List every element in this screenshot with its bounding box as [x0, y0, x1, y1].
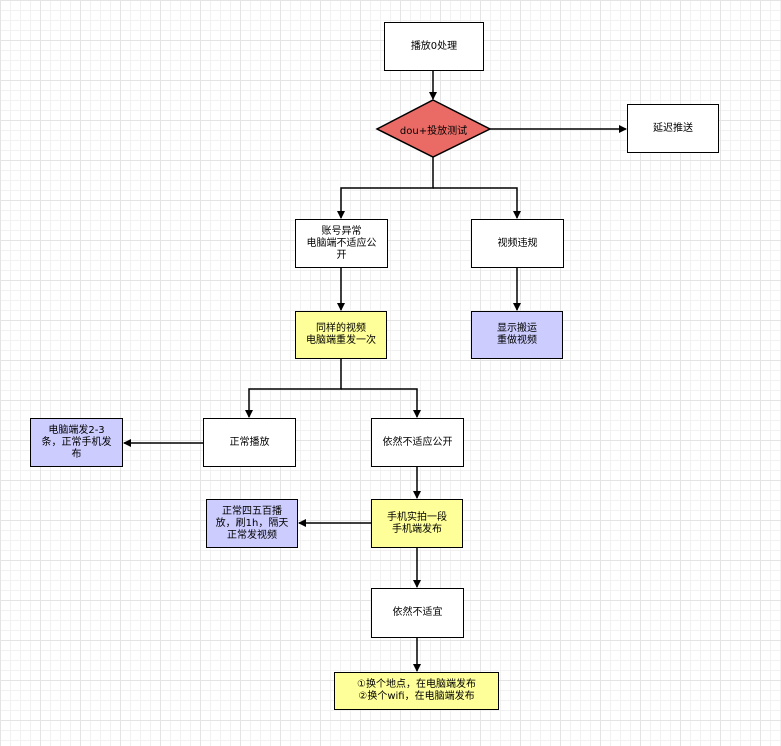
node-delay-push: 延迟推送 — [627, 104, 719, 153]
node-still-unsuitable: 依然不适应公开 — [371, 418, 464, 467]
node-video-review: 视频违规 — [471, 219, 564, 268]
edge-decision-to-video — [433, 187, 521, 219]
node-resend-pc: 同样的视频 电脑端重发一次 — [295, 311, 387, 359]
decision-label: dou+投放测试 — [399, 125, 468, 137]
edge-resend-to-still — [341, 388, 421, 418]
node-phone-shoot: 手机实拍一段 手机端发布 — [371, 499, 463, 548]
decision-diamond — [375, 99, 492, 158]
node-normal-450: 正常四五百播 放，刷1h，隔天 正常发视频 — [206, 499, 298, 548]
edge-decision-to-account — [337, 157, 434, 219]
node-change-location-wifi: ①换个地点，在电脑端发布 ②换个wifi，在电脑端发布 — [334, 672, 499, 710]
node-still-unsuitable-2: 依然不适宜 — [371, 588, 464, 638]
node-start: 播放0处理 — [384, 22, 484, 71]
node-account-abnormal: 账号异常 电脑端不适应公 开 — [295, 219, 388, 268]
node-show-transport: 显示搬运 重做视频 — [471, 311, 563, 359]
edge-resend-to-normal — [245, 359, 342, 418]
node-pc-post-2-3: 电脑端发2-3 条，正常手机发 布 — [30, 418, 123, 467]
node-normal-play: 正常播放 — [203, 418, 296, 467]
